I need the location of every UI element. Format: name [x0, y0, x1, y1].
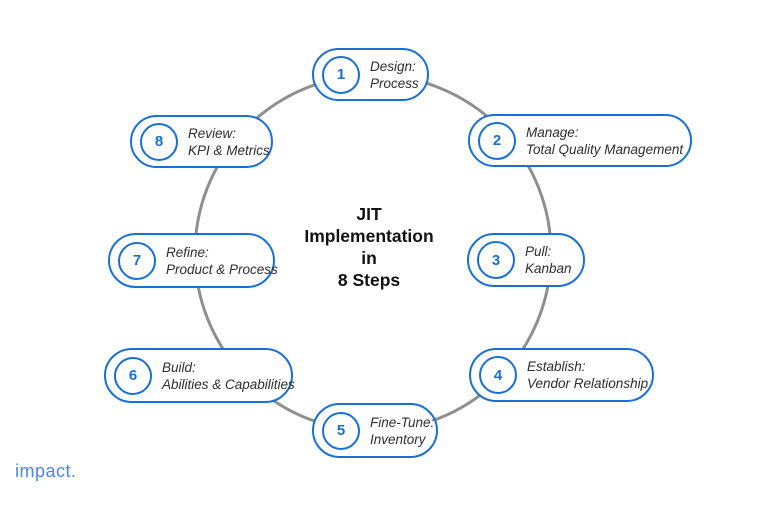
brand-logo: impact.: [15, 461, 77, 481]
step-number-badge: 3: [477, 241, 515, 279]
step-number-badge: 6: [114, 356, 152, 395]
step-number-badge: 1: [322, 55, 360, 94]
step-label: Manage: Total Quality Management: [526, 124, 684, 157]
step-label: Design: Process: [370, 58, 419, 91]
step-pill-2: 2 Manage: Total Quality Management: [468, 114, 692, 167]
step-label: Refine: Product & Process: [166, 244, 278, 277]
step-label: Fine-Tune: Inventory: [370, 414, 435, 447]
step-pill-7: 7 Refine: Product & Process: [108, 233, 278, 288]
step-number: 7: [132, 252, 142, 269]
step-pill-3: 3 Pull: Kanban: [467, 233, 585, 287]
step-label: Build: Abilities & Capabilities: [162, 359, 295, 392]
step-label: Pull: Kanban: [525, 244, 572, 276]
step-number: 8: [154, 133, 164, 150]
step-pill-1: 1 Design: Process: [312, 48, 429, 101]
diagram-title: JIT Implementation in 8 Steps: [304, 204, 434, 290]
step-label: Review: KPI & Metrics: [188, 125, 270, 158]
step-number: 3: [491, 251, 501, 269]
step-number-badge: 2: [478, 121, 516, 160]
step-number: 2: [492, 132, 502, 149]
step-pill-6: 6 Build: Abilities & Capabilities: [104, 348, 295, 403]
step-number-badge: 8: [140, 122, 178, 161]
step-number-badge: 7: [118, 241, 156, 280]
step-label: Establish: Vendor Relationship: [527, 359, 649, 391]
step-number: 5: [336, 422, 346, 439]
step-number: 4: [493, 366, 503, 384]
step-pill-4: 4 Establish: Vendor Relationship: [469, 348, 654, 402]
step-pill-5: 5 Fine-Tune: Inventory: [312, 403, 438, 458]
step-pill-8: 8 Review: KPI & Metrics: [130, 115, 273, 168]
step-number: 1: [336, 66, 346, 83]
step-number-badge: 5: [322, 411, 360, 450]
step-number-badge: 4: [479, 356, 517, 394]
step-number: 6: [128, 367, 138, 384]
